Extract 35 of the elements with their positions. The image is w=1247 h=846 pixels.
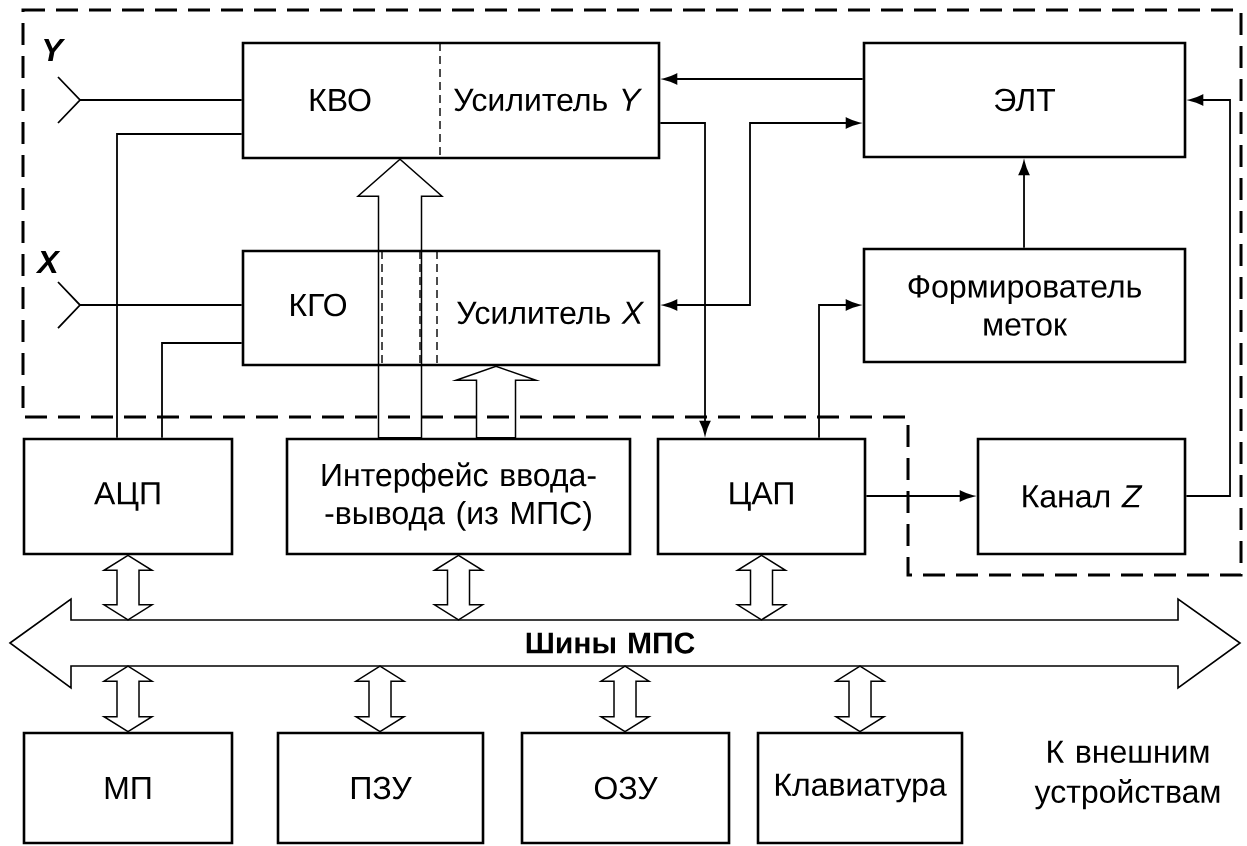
block-arrow bbox=[451, 365, 541, 439]
block-box: ЭЛТ bbox=[862, 41, 1187, 159]
block-box: ОЗУ bbox=[520, 731, 731, 845]
arrow bbox=[865, 490, 974, 502]
arrow bbox=[1185, 94, 1231, 497]
block-arrow bbox=[101, 554, 155, 621]
block-arrow bbox=[101, 665, 155, 733]
arrow bbox=[818, 299, 860, 439]
block-arrow bbox=[356, 158, 444, 439]
arrow bbox=[659, 122, 711, 435]
block-arrow bbox=[431, 554, 486, 621]
block-arrow bbox=[734, 554, 789, 621]
block-box: Интерфейс ввода- -вывода (из МПС) bbox=[285, 437, 632, 556]
connector-line bbox=[161, 342, 243, 439]
block-box: ЦАП bbox=[656, 437, 867, 556]
block-arrow bbox=[353, 665, 407, 733]
block-box: ПЗУ bbox=[276, 731, 485, 845]
block-box: АЦП bbox=[22, 437, 234, 556]
connector-line bbox=[79, 304, 243, 306]
block-box: Формирователь меток bbox=[862, 247, 1187, 364]
split-box: КГО Усилитель X bbox=[241, 249, 661, 367]
block-box: МП bbox=[22, 731, 234, 845]
signal-label: Y bbox=[44, 39, 82, 124]
signal-label: X bbox=[35, 251, 82, 329]
block-box: Клавиатура bbox=[756, 731, 964, 845]
connector-line bbox=[116, 133, 243, 439]
split-box: КВО Усилитель Y bbox=[241, 41, 661, 160]
block-arrow bbox=[598, 665, 652, 733]
connector-line bbox=[79, 99, 243, 101]
note-text: К внешним устройствам bbox=[1034, 740, 1220, 810]
block-arrow bbox=[833, 665, 887, 733]
arrow bbox=[1018, 161, 1030, 249]
arrow bbox=[663, 117, 860, 311]
arrow bbox=[663, 73, 864, 85]
block-box: Канал Z bbox=[976, 437, 1187, 556]
